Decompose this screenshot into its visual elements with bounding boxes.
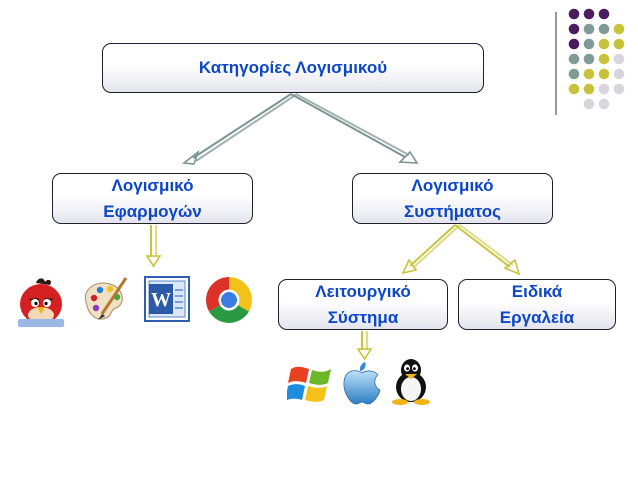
utilities-label-line2: Εργαλεία (499, 307, 575, 327)
system-node: Λογισμικό Συστήματος (352, 173, 553, 224)
utilities-node: Ειδικά Εργαλεία (458, 279, 616, 330)
svg-text:W: W (151, 289, 171, 311)
arrow-applications-to-icons (145, 225, 162, 268)
system-label-line2: Συστήματος (404, 201, 501, 221)
windows-icon (287, 366, 331, 402)
root-node-label: Κατηγορίες Λογισμικού (198, 58, 388, 77)
system-label-line1: Λογισμικό (411, 175, 494, 195)
word-icon: W (144, 276, 190, 322)
os-label-line2: Σύστημα (327, 307, 399, 327)
dot-grid (568, 8, 625, 110)
chrome-icon (206, 277, 252, 323)
applications-label-line1: Λογισμικό (111, 175, 194, 195)
arrow-system-to-os (401, 224, 461, 275)
arrow-os-to-icons (356, 331, 373, 361)
arrow-root-to-applications (181, 93, 298, 165)
operating-system-node: Λειτουργικό Σύστημα (278, 279, 448, 330)
root-node: Κατηγορίες Λογισμικού (102, 43, 484, 93)
linux-tux-icon (392, 359, 430, 405)
applications-label-line2: Εφαρμογών (103, 201, 202, 221)
paint-palette-icon (84, 277, 128, 320)
os-label-line1: Λειτουργικό (315, 281, 411, 301)
utilities-label-line1: Ειδικά (511, 281, 563, 301)
applications-node: Λογισμικό Εφαρμογών (52, 173, 253, 224)
apple-icon (343, 362, 381, 405)
angry-birds-icon (18, 278, 64, 327)
arrow-root-to-system (290, 93, 419, 164)
arrow-system-to-utilities (454, 224, 521, 276)
